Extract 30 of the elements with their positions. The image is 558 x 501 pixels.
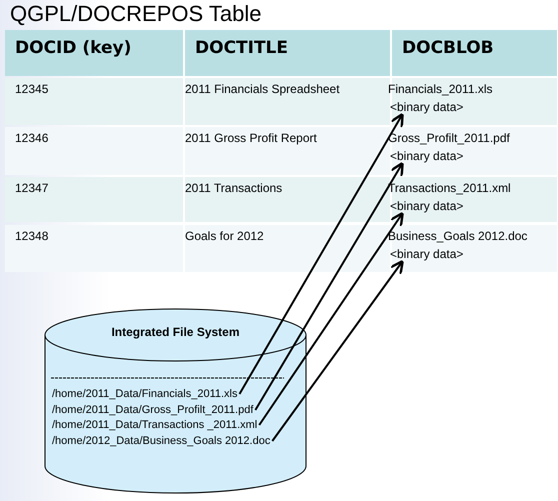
file-path: /home/2011_Data/Financials_2011.xls <box>52 388 238 400</box>
id-text: 12347 <box>15 181 48 195</box>
filename-text: Financials_2011.xls <box>388 82 493 96</box>
id-text: 12345 <box>15 82 48 96</box>
arrow <box>272 260 404 442</box>
filename-text: Gross_Profilt_2011.pdf <box>388 131 510 145</box>
header-cell: DOCID (key) <box>5 30 183 76</box>
id-text: 12346 <box>15 131 48 145</box>
binary-data-text: <binary data> <box>390 149 464 163</box>
binary-data-text: <binary data> <box>390 100 464 114</box>
file-path: /home/2011_Data/Transactions _2011.xml <box>52 419 258 431</box>
binary-data-text: <binary data> <box>390 247 464 261</box>
cylinder-node <box>44 308 307 493</box>
table-title: QGPL/DOCREPOS Table <box>10 1 262 27</box>
arrow <box>254 162 404 411</box>
title-text: 2011 Financials Spreadsheet <box>185 82 340 96</box>
arrow <box>238 112 404 394</box>
header-cell: DOCTITLE <box>185 30 390 76</box>
title-text: 2011 Gross Profit Report <box>185 131 317 145</box>
title-text: 2011 Transactions <box>185 181 282 195</box>
file-path: /home/2011_Data/Gross_Profilt_2011.pdf <box>52 404 254 416</box>
title-text: Goals for 2012 <box>185 229 264 243</box>
file-path: /home/2012_Data/Business_Goals 2012.doc <box>52 435 270 447</box>
arrow <box>258 212 404 426</box>
storage-title: Integrated File System <box>110 325 241 339</box>
id-text: 12348 <box>15 229 48 243</box>
binary-data-text: <binary data> <box>390 199 464 213</box>
filename-text: Business_Goals 2012.doc <box>388 229 528 243</box>
filename-text: Transactions_2011.xml <box>388 181 511 195</box>
header-cell: DOCBLOB <box>392 30 557 76</box>
